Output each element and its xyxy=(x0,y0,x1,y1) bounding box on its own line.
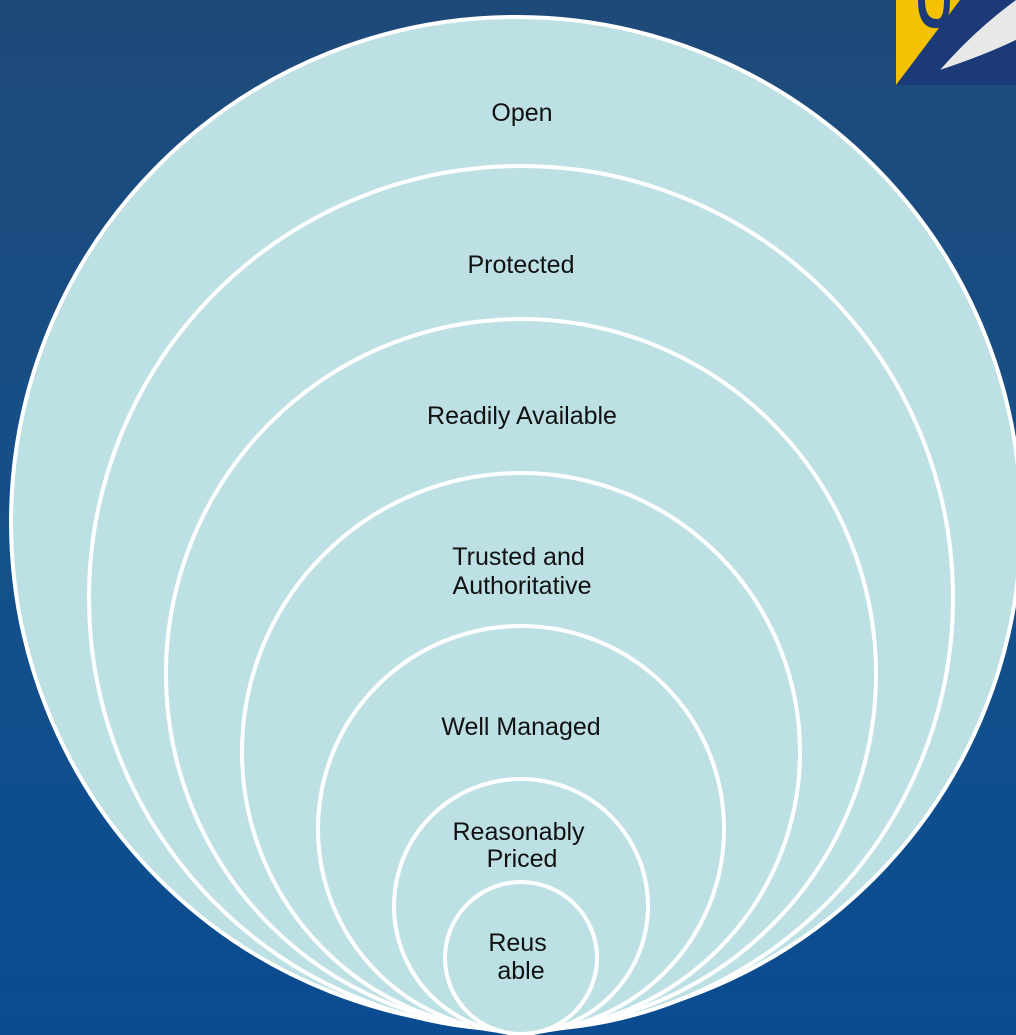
label-open: Open xyxy=(491,99,552,127)
page-curl-logo-icon xyxy=(896,0,1016,85)
label-reusable-line-1: Reus xyxy=(488,929,546,957)
label-well-managed-line-1: Well Managed xyxy=(441,713,600,741)
label-well-managed: Well Managed xyxy=(441,713,600,741)
label-reasonably-line-1: Reasonably xyxy=(453,818,586,846)
label-open-line-1: Open xyxy=(491,99,552,127)
label-protected: Protected xyxy=(467,251,574,279)
label-reasonably-priced: Reasonably Priced xyxy=(453,818,592,873)
label-readily-available-line-1: Readily Available xyxy=(427,402,617,430)
label-reusable: Reus able xyxy=(488,929,553,985)
label-readily-available: Readily Available xyxy=(427,402,617,430)
label-trusted-and-authoritative: Trusted and Authoritative xyxy=(452,543,591,600)
label-protected-line-1: Protected xyxy=(467,251,574,279)
labels-layer: Open Protected Readily Available Trusted… xyxy=(427,99,617,985)
label-trusted-line-1: Trusted and xyxy=(452,543,584,571)
label-reasonably-line-2: Priced xyxy=(487,845,558,873)
label-reusable-line-2: able xyxy=(497,957,544,985)
rings-layer xyxy=(9,15,1016,1035)
label-trusted-line-2: Authoritative xyxy=(453,572,592,600)
ring-reusable xyxy=(443,880,599,1035)
